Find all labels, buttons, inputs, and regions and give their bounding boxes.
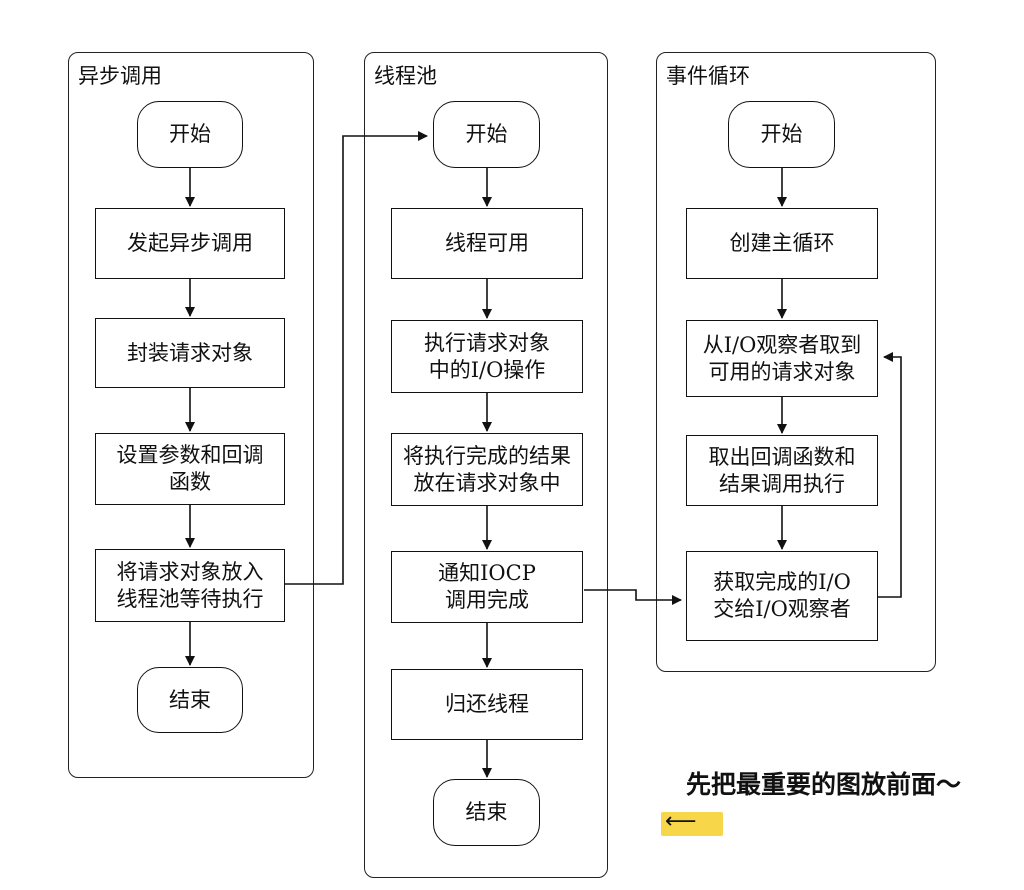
arrow-pool-to-loop: [584, 589, 682, 605]
pool-step-execute-io: 执行请求对象 中的I/O操作: [391, 320, 583, 393]
async-step-wrap-request: 封装请求对象: [95, 318, 285, 388]
loop-start-node: 开始: [728, 101, 835, 168]
loop-step-run-callback: 取出回调函数和 结果调用执行: [686, 435, 878, 506]
async-step-initiate-call: 发起异步调用: [95, 208, 285, 279]
loop-step-create-main-loop: 创建主循环: [686, 208, 878, 279]
lane-async-call: [68, 52, 314, 778]
annotation-note: 先把最重要的图放前面～: [686, 770, 962, 799]
pool-step-notify-iocp: 通知IOCP 调用完成: [391, 551, 583, 623]
async-end-node: 结束: [137, 667, 243, 733]
loop-step-hand-io-observer: 获取完成的I/O 交给I/O观察者: [686, 551, 878, 641]
pool-step-store-result: 将执行完成的结果 放在请求对象中: [391, 433, 583, 506]
highlight-arrow-marker: ⟵: [661, 809, 723, 836]
left-arrow-icon: ⟵: [665, 809, 697, 834]
arrow-async-to-pool-start: [284, 131, 428, 585]
async-start-node: 开始: [137, 101, 243, 168]
loop-step-fetch-request: 从I/O观察者取到 可用的请求对象: [686, 320, 878, 397]
async-step-enqueue: 将请求对象放入 线程池等待执行: [95, 549, 285, 622]
lane-thread-pool: [364, 52, 608, 878]
lane-event-loop: [656, 52, 936, 672]
arrow-loop-feedback: [878, 352, 902, 598]
lane-thread-pool-title: 线程池: [374, 64, 437, 88]
pool-step-thread-available: 线程可用: [391, 208, 583, 279]
pool-step-return-thread: 归还线程: [391, 669, 583, 740]
lane-event-loop-title: 事件循环: [666, 64, 750, 88]
pool-start-node: 开始: [433, 101, 540, 168]
async-step-set-params: 设置参数和回调 函数: [95, 433, 285, 505]
pool-end-node: 结束: [433, 779, 540, 846]
lane-async-call-title: 异步调用: [78, 64, 162, 88]
